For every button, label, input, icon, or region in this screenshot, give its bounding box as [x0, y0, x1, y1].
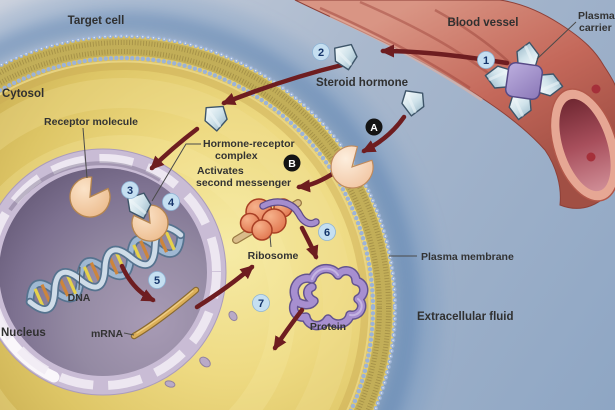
step-badge-6 — [318, 223, 336, 241]
arrow-step3-to-nucleus — [149, 126, 200, 171]
nuclear-pore — [164, 380, 176, 388]
dna-label: DNA — [68, 292, 91, 304]
vessel-opening — [549, 88, 615, 202]
ribosome-leader — [269, 235, 272, 248]
mrna-leader — [123, 332, 135, 336]
step-badge-5-number: 5 — [154, 275, 160, 287]
dna-strand-2 — [27, 225, 184, 312]
activates-second-messenger-label-line2: second messenger — [196, 177, 291, 189]
vessel-highlight — [329, 14, 483, 102]
step-badge-5 — [148, 271, 166, 289]
cytosol-sheen — [0, 78, 353, 410]
mrna-label: mRNA — [91, 328, 124, 340]
red-blood-cell-dot — [591, 84, 601, 94]
dna-leader — [78, 266, 81, 291]
receptor-molecule — [69, 176, 111, 218]
lipid-tails-outer — [0, 40, 391, 410]
pathway-badge-a — [365, 118, 383, 136]
arrow-protein-secretion — [272, 307, 305, 351]
activates-second-messenger-label-line1: Activates — [197, 165, 244, 177]
lipid-tails-inner — [0, 49, 382, 410]
cytosol-label: Cytosol — [2, 88, 44, 100]
mrna-strand — [130, 286, 200, 340]
arrow-step6-translation — [299, 225, 319, 260]
hormone-receptor-complex-label-line1: Hormone-receptor — [203, 138, 295, 150]
membrane-receptor — [330, 145, 374, 189]
nuclear-pore — [199, 356, 211, 368]
arrow-step7-mrna-export — [194, 264, 255, 310]
ribosome — [232, 198, 320, 244]
step-badge-1 — [477, 51, 495, 69]
steroid-hormone-label: Steroid hormone — [316, 77, 408, 89]
arrow-step5-transcription — [119, 263, 156, 303]
protein-molecule — [288, 263, 369, 331]
extracellular-fluid-label: Extracellular fluid — [417, 311, 514, 323]
protein-label: Protein — [310, 321, 346, 333]
step-badge-4-number: 4 — [168, 197, 175, 209]
step-badge-6-number: 6 — [324, 227, 330, 239]
step-badges: 1 2 3 4 5 6 7 A B — [121, 43, 495, 312]
plasma-membrane-band — [0, 33, 398, 410]
plasma-membrane-label: Plasma membrane — [421, 251, 514, 263]
receptor-molecule-leader — [82, 127, 88, 179]
hormone-receptor-complex — [131, 204, 169, 242]
diagram-labels: Target cell Blood vessel Plasma carrier … — [1, 10, 615, 340]
carrier-protein — [482, 39, 566, 123]
step-badge-3-number: 3 — [127, 185, 133, 197]
nucleus-label: Nucleus — [1, 327, 46, 339]
step-badge-1-number: 1 — [483, 55, 489, 67]
membrane-bead-highlight — [0, 35, 396, 410]
nascent-protein-strand — [260, 199, 319, 227]
receptor-molecule-label: Receptor molecule — [44, 116, 138, 128]
step-badge-4 — [162, 193, 180, 211]
pathway-badge-a-letter: A — [370, 122, 378, 134]
vessel-streak — [319, 6, 471, 90]
step-badge-2 — [312, 43, 330, 61]
pathway-badge-b — [283, 154, 301, 172]
membrane-bead-row-inner — [0, 55, 376, 410]
nuclear-pore — [228, 310, 238, 322]
step-badge-7-number: 7 — [258, 298, 264, 310]
hormone-receptor-complex-leader — [151, 143, 201, 202]
plasma-carrier-label-line1: Plasma — [578, 10, 615, 22]
pathway-badge-b-letter: B — [288, 158, 296, 170]
step-badge-7 — [252, 294, 270, 312]
plasma-carrier-label-line2: carrier — [579, 22, 612, 34]
plasma-carrier-leader — [536, 21, 577, 60]
red-blood-cell-dot — [586, 152, 596, 162]
nucleus-inner-shadow — [8, 161, 162, 212]
cytosol-sheen — [0, 135, 296, 410]
step-badge-3 — [121, 181, 139, 199]
arrow-step2-diffusion-into-cell — [221, 62, 345, 106]
hormone-receptor-complex-label-line2: complex — [215, 150, 258, 162]
membrane-inner-rim — [0, 60, 371, 410]
blood-vessel-label: Blood vessel — [448, 17, 519, 29]
envelope-segments — [0, 154, 221, 390]
step-badge-2-number: 2 — [318, 47, 324, 59]
target-cell-label: Target cell — [68, 15, 125, 27]
cell-glow — [0, 0, 442, 410]
ribosome-label: Ribosome — [248, 250, 299, 262]
arrow-pathway-a-to-membrane-receptor — [361, 114, 407, 154]
